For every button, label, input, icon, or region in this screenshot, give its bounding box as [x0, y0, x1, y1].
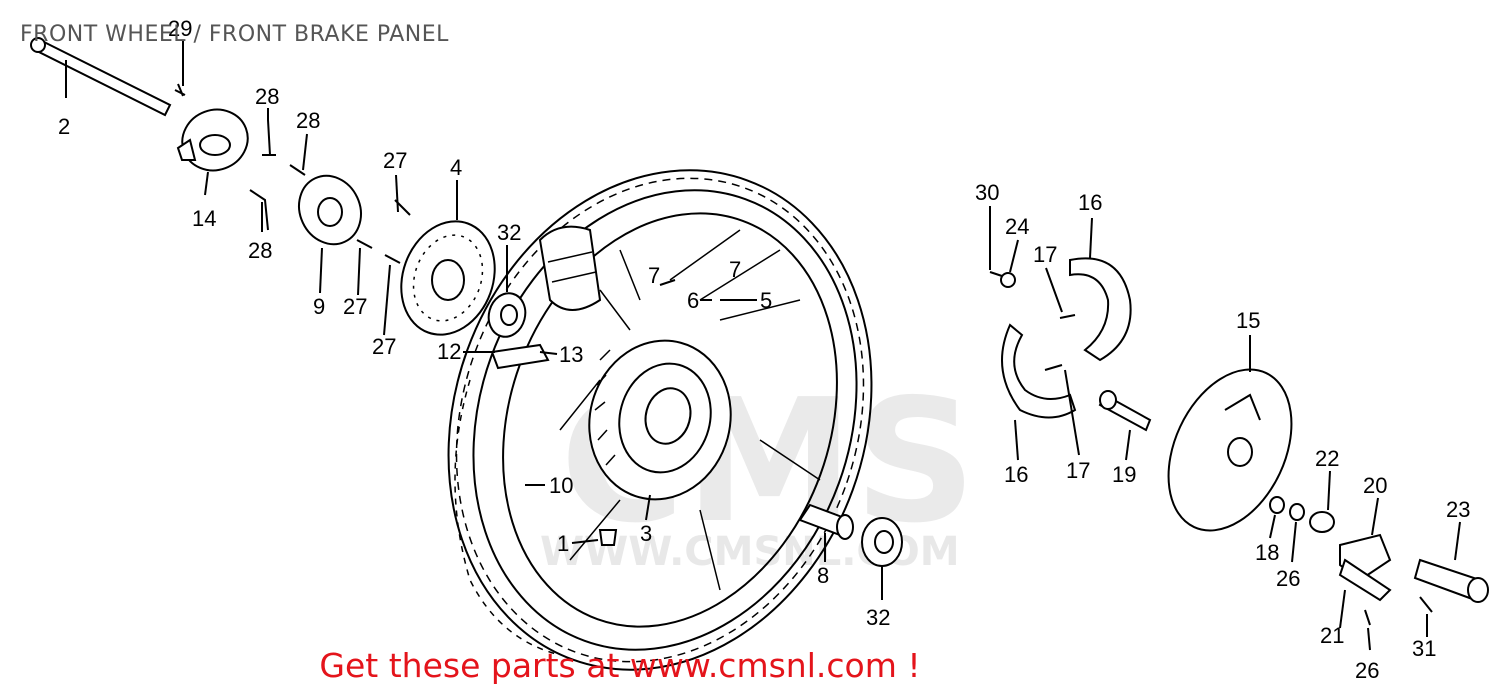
- callout-23: 23: [1446, 497, 1470, 522]
- bolts-27: [356, 199, 411, 264]
- callout-24: 24: [1005, 214, 1029, 239]
- plate-4: [400, 220, 496, 336]
- footer-link[interactable]: Get these parts at www.cmsnl.com !: [0, 646, 1500, 685]
- callout-22: 22: [1315, 446, 1339, 471]
- callout-14: 14: [192, 206, 216, 231]
- callout-28b: 28: [296, 108, 320, 133]
- spacer-8: [798, 503, 854, 540]
- wheel-hub: [588, 339, 732, 501]
- brake-arm: [1338, 533, 1392, 602]
- callout-18: 18: [1255, 540, 1279, 565]
- callout-25: 26: [1276, 566, 1300, 591]
- bolts-28: [249, 119, 306, 231]
- callout-10: 10: [549, 473, 573, 498]
- callout-4: 4: [450, 155, 462, 180]
- sprocket-plate-9: [298, 174, 362, 246]
- speedometer-gearbox: [176, 108, 249, 172]
- collar-23: [1413, 558, 1489, 603]
- callout-7b: 7: [729, 257, 741, 282]
- callout-labels: 2 29 14 28 28 28 9 27 27 27 4 32 12 13 1…: [58, 16, 1470, 683]
- axle: [30, 37, 172, 117]
- callout-17b: 17: [1066, 458, 1090, 483]
- brake-panel-15: [1167, 368, 1293, 532]
- callout-16a: 16: [1078, 190, 1102, 215]
- bearing-32-upper: [487, 292, 527, 338]
- bolt-26: [1364, 609, 1371, 626]
- rim-band: [490, 343, 550, 370]
- callout-5: 5: [760, 288, 772, 313]
- callout-16b: 16: [1004, 462, 1028, 487]
- springs-17: [1044, 314, 1076, 371]
- washer-25: [1289, 503, 1305, 521]
- callout-30: 30: [975, 180, 999, 205]
- callout-12: 12: [437, 339, 461, 364]
- tyre: [447, 169, 873, 671]
- callout-31: 31: [1412, 636, 1436, 661]
- callout-20: 20: [1363, 473, 1387, 498]
- callout-19: 19: [1112, 462, 1136, 487]
- callout-2: 2: [58, 114, 70, 139]
- brake-shoes-16: [1001, 257, 1132, 419]
- callout-8: 8: [817, 563, 829, 588]
- leader-lines: [65, 40, 1461, 651]
- cotter-pin-29: [174, 83, 186, 97]
- callout-32b: 32: [866, 605, 890, 630]
- callout-28a: 28: [255, 84, 279, 109]
- callout-7a: 7: [648, 263, 660, 288]
- pin-31: [1419, 596, 1433, 613]
- callout-27c: 27: [383, 148, 407, 173]
- page-title: FRONT WHEEL / FRONT BRAKE PANEL: [20, 22, 449, 47]
- callout-28c: 28: [248, 238, 272, 263]
- seal-22: [1309, 511, 1335, 533]
- bearing-32-lower: [861, 517, 903, 567]
- callout-26: 26: [1355, 658, 1379, 683]
- callout-6: 6: [687, 288, 699, 313]
- callout-27b: 27: [372, 334, 396, 359]
- callout-27a: 27: [343, 294, 367, 319]
- callout-9: 9: [313, 294, 325, 319]
- washer-24: [1000, 272, 1016, 288]
- callout-3: 3: [640, 521, 652, 546]
- rim-spokes: [559, 229, 821, 591]
- callout-13: 13: [559, 342, 583, 367]
- washer-18: [1269, 496, 1285, 514]
- valve-cap: [598, 529, 618, 546]
- footer-text[interactable]: Get these parts at www.cmsnl.com !: [319, 646, 921, 685]
- callout-32a: 32: [497, 220, 521, 245]
- callout-21: 21: [1320, 623, 1344, 648]
- callout-1: 1: [557, 531, 569, 556]
- callout-15: 15: [1236, 308, 1260, 333]
- callout-29: 29: [168, 16, 192, 41]
- callout-17a: 17: [1033, 242, 1057, 267]
- brake-cam-19: [1098, 390, 1152, 432]
